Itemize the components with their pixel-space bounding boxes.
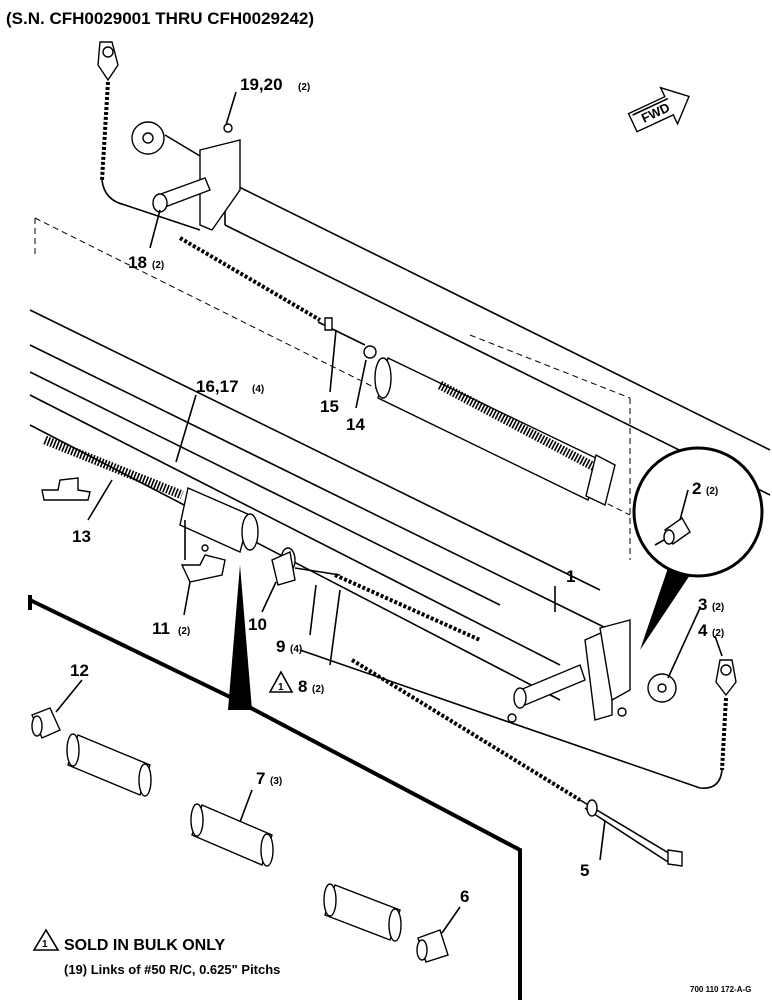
svg-text:15: 15 — [320, 397, 339, 416]
callout-3: 3 (2) — [698, 595, 724, 614]
callout-14: 14 — [346, 415, 365, 434]
svg-text:14: 14 — [346, 415, 365, 434]
svg-text:(4): (4) — [252, 384, 264, 395]
svg-text:1: 1 — [278, 682, 284, 693]
svg-text:9: 9 — [276, 637, 285, 656]
note-warning-icon — [32, 928, 60, 951]
callout-4: 4 (2) — [698, 621, 724, 640]
sprocket-upper-icon — [131, 121, 211, 163]
callout-1: 1 — [566, 567, 575, 586]
svg-text:4: 4 — [698, 621, 708, 640]
svg-text:(3): (3) — [270, 776, 282, 787]
svg-text:(4): (4) — [290, 644, 302, 655]
bulk-warning-icon — [268, 670, 294, 693]
inset-roller-tube-2 — [190, 803, 274, 867]
svg-text:7: 7 — [256, 769, 265, 788]
chain-upper — [97, 41, 322, 322]
svg-text:(2): (2) — [178, 626, 190, 637]
upper-bracket — [152, 123, 241, 231]
inset-roller-tube-3 — [323, 883, 402, 942]
svg-text:(2): (2) — [298, 82, 310, 93]
callout-12: 12 — [70, 661, 89, 680]
front-spring — [43, 435, 259, 553]
left-bracket — [41, 477, 226, 583]
svg-text:(2): (2) — [712, 628, 724, 639]
svg-text:6: 6 — [460, 887, 469, 906]
inset-end-cap-right — [416, 929, 449, 963]
callout-15: 15 — [320, 397, 339, 416]
svg-text:19,20: 19,20 — [240, 75, 283, 94]
svg-text:12: 12 — [70, 661, 89, 680]
callout-18: 18 (2) — [128, 253, 164, 272]
callout-11: 11 (2) — [152, 619, 190, 638]
callout-19-20: 19,20 (2) — [240, 75, 310, 94]
callout-8: 1 8 (2) — [268, 670, 324, 696]
svg-text:1: 1 — [42, 939, 48, 950]
svg-text:(2): (2) — [706, 486, 718, 497]
callout-10: 10 — [248, 615, 267, 634]
bulk-note: 1 SOLD IN BULK ONLY (19) Links of #50 R/… — [32, 928, 280, 977]
threaded-rod — [350, 658, 683, 867]
right-bracket — [507, 619, 631, 723]
drawing-number: 700 110 172-A-G — [690, 985, 751, 994]
svg-text:18: 18 — [128, 253, 147, 272]
svg-text:3: 3 — [698, 595, 707, 614]
inset-end-cap-left — [31, 707, 61, 739]
callout-7: 7 (3) — [256, 769, 282, 788]
front-tube — [29, 309, 611, 701]
callout-6: 6 — [460, 887, 469, 906]
sprocket-lower-icon — [647, 673, 677, 703]
svg-text:10: 10 — [248, 615, 267, 634]
svg-text:5: 5 — [580, 861, 589, 880]
rear-roller-spring — [374, 356, 616, 506]
callout-9: 9 (4) — [276, 637, 302, 656]
leader-lines — [55, 91, 723, 934]
svg-text:13: 13 — [72, 527, 91, 546]
svg-text:2: 2 — [692, 479, 701, 498]
svg-text:(2): (2) — [312, 684, 324, 695]
svg-text:8: 8 — [298, 677, 307, 696]
rear-assembly-outline — [34, 217, 631, 560]
svg-text:(2): (2) — [152, 260, 164, 271]
chain-lower — [299, 649, 737, 789]
callout-5: 5 — [580, 861, 589, 880]
forward-arrow-icon: FWD — [627, 86, 690, 133]
detail-circle — [632, 446, 764, 650]
callout-13: 13 — [72, 527, 91, 546]
callout-16-17: 16,17 (4) — [196, 377, 264, 396]
middle-drive-parts — [271, 547, 481, 642]
svg-text:(2): (2) — [712, 602, 724, 613]
serial-range-header: (S.N. CFH0029001 THRU CFH0029242) — [6, 9, 314, 28]
note-detail: (19) Links of #50 R/C, 0.625" Pitchs — [64, 962, 280, 977]
inset-frame — [28, 565, 522, 1000]
note-title: SOLD IN BULK ONLY — [64, 937, 226, 954]
callout-2: 2 (2) — [692, 479, 718, 498]
svg-text:1: 1 — [566, 567, 575, 586]
svg-text:16,17: 16,17 — [196, 377, 239, 396]
adjuster-bolt-upper — [317, 317, 377, 359]
svg-text:11: 11 — [152, 619, 170, 638]
inset-roller-tube-1 — [66, 733, 152, 797]
